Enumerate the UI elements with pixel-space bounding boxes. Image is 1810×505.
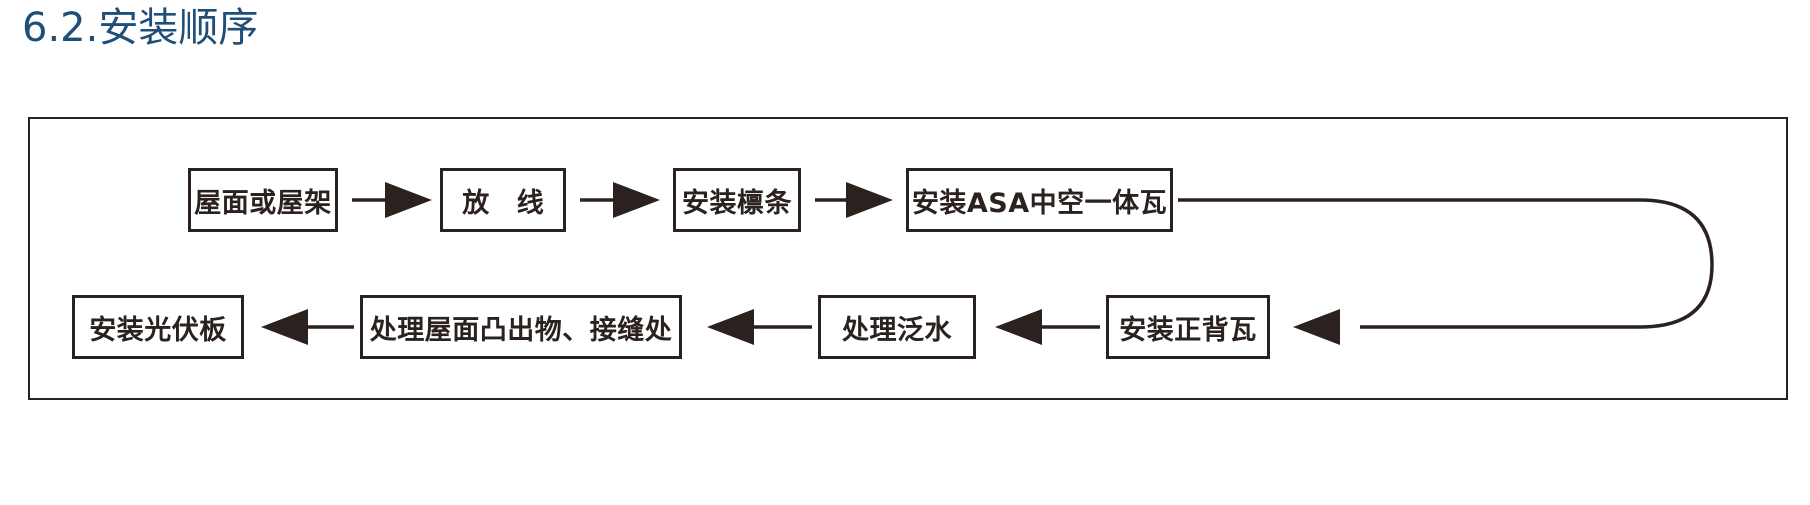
- flow-node-pv-panel[interactable]: 安装光伏板: [72, 295, 244, 359]
- flow-node-roof[interactable]: 屋面或屋架: [188, 168, 338, 232]
- flow-node-purlin[interactable]: 安装檩条: [673, 168, 801, 232]
- flow-node-ridge-tile[interactable]: 安装正背瓦: [1106, 295, 1270, 359]
- page-title: 6.2.安装顺序: [22, 5, 259, 51]
- flow-node-asa-tile[interactable]: 安装ASA中空一体瓦: [906, 168, 1173, 232]
- flow-node-layout[interactable]: 放 线: [440, 168, 566, 232]
- flow-node-flashing[interactable]: 处理泛水: [818, 295, 976, 359]
- flow-node-protrusion[interactable]: 处理屋面凸出物、接缝处: [360, 295, 682, 359]
